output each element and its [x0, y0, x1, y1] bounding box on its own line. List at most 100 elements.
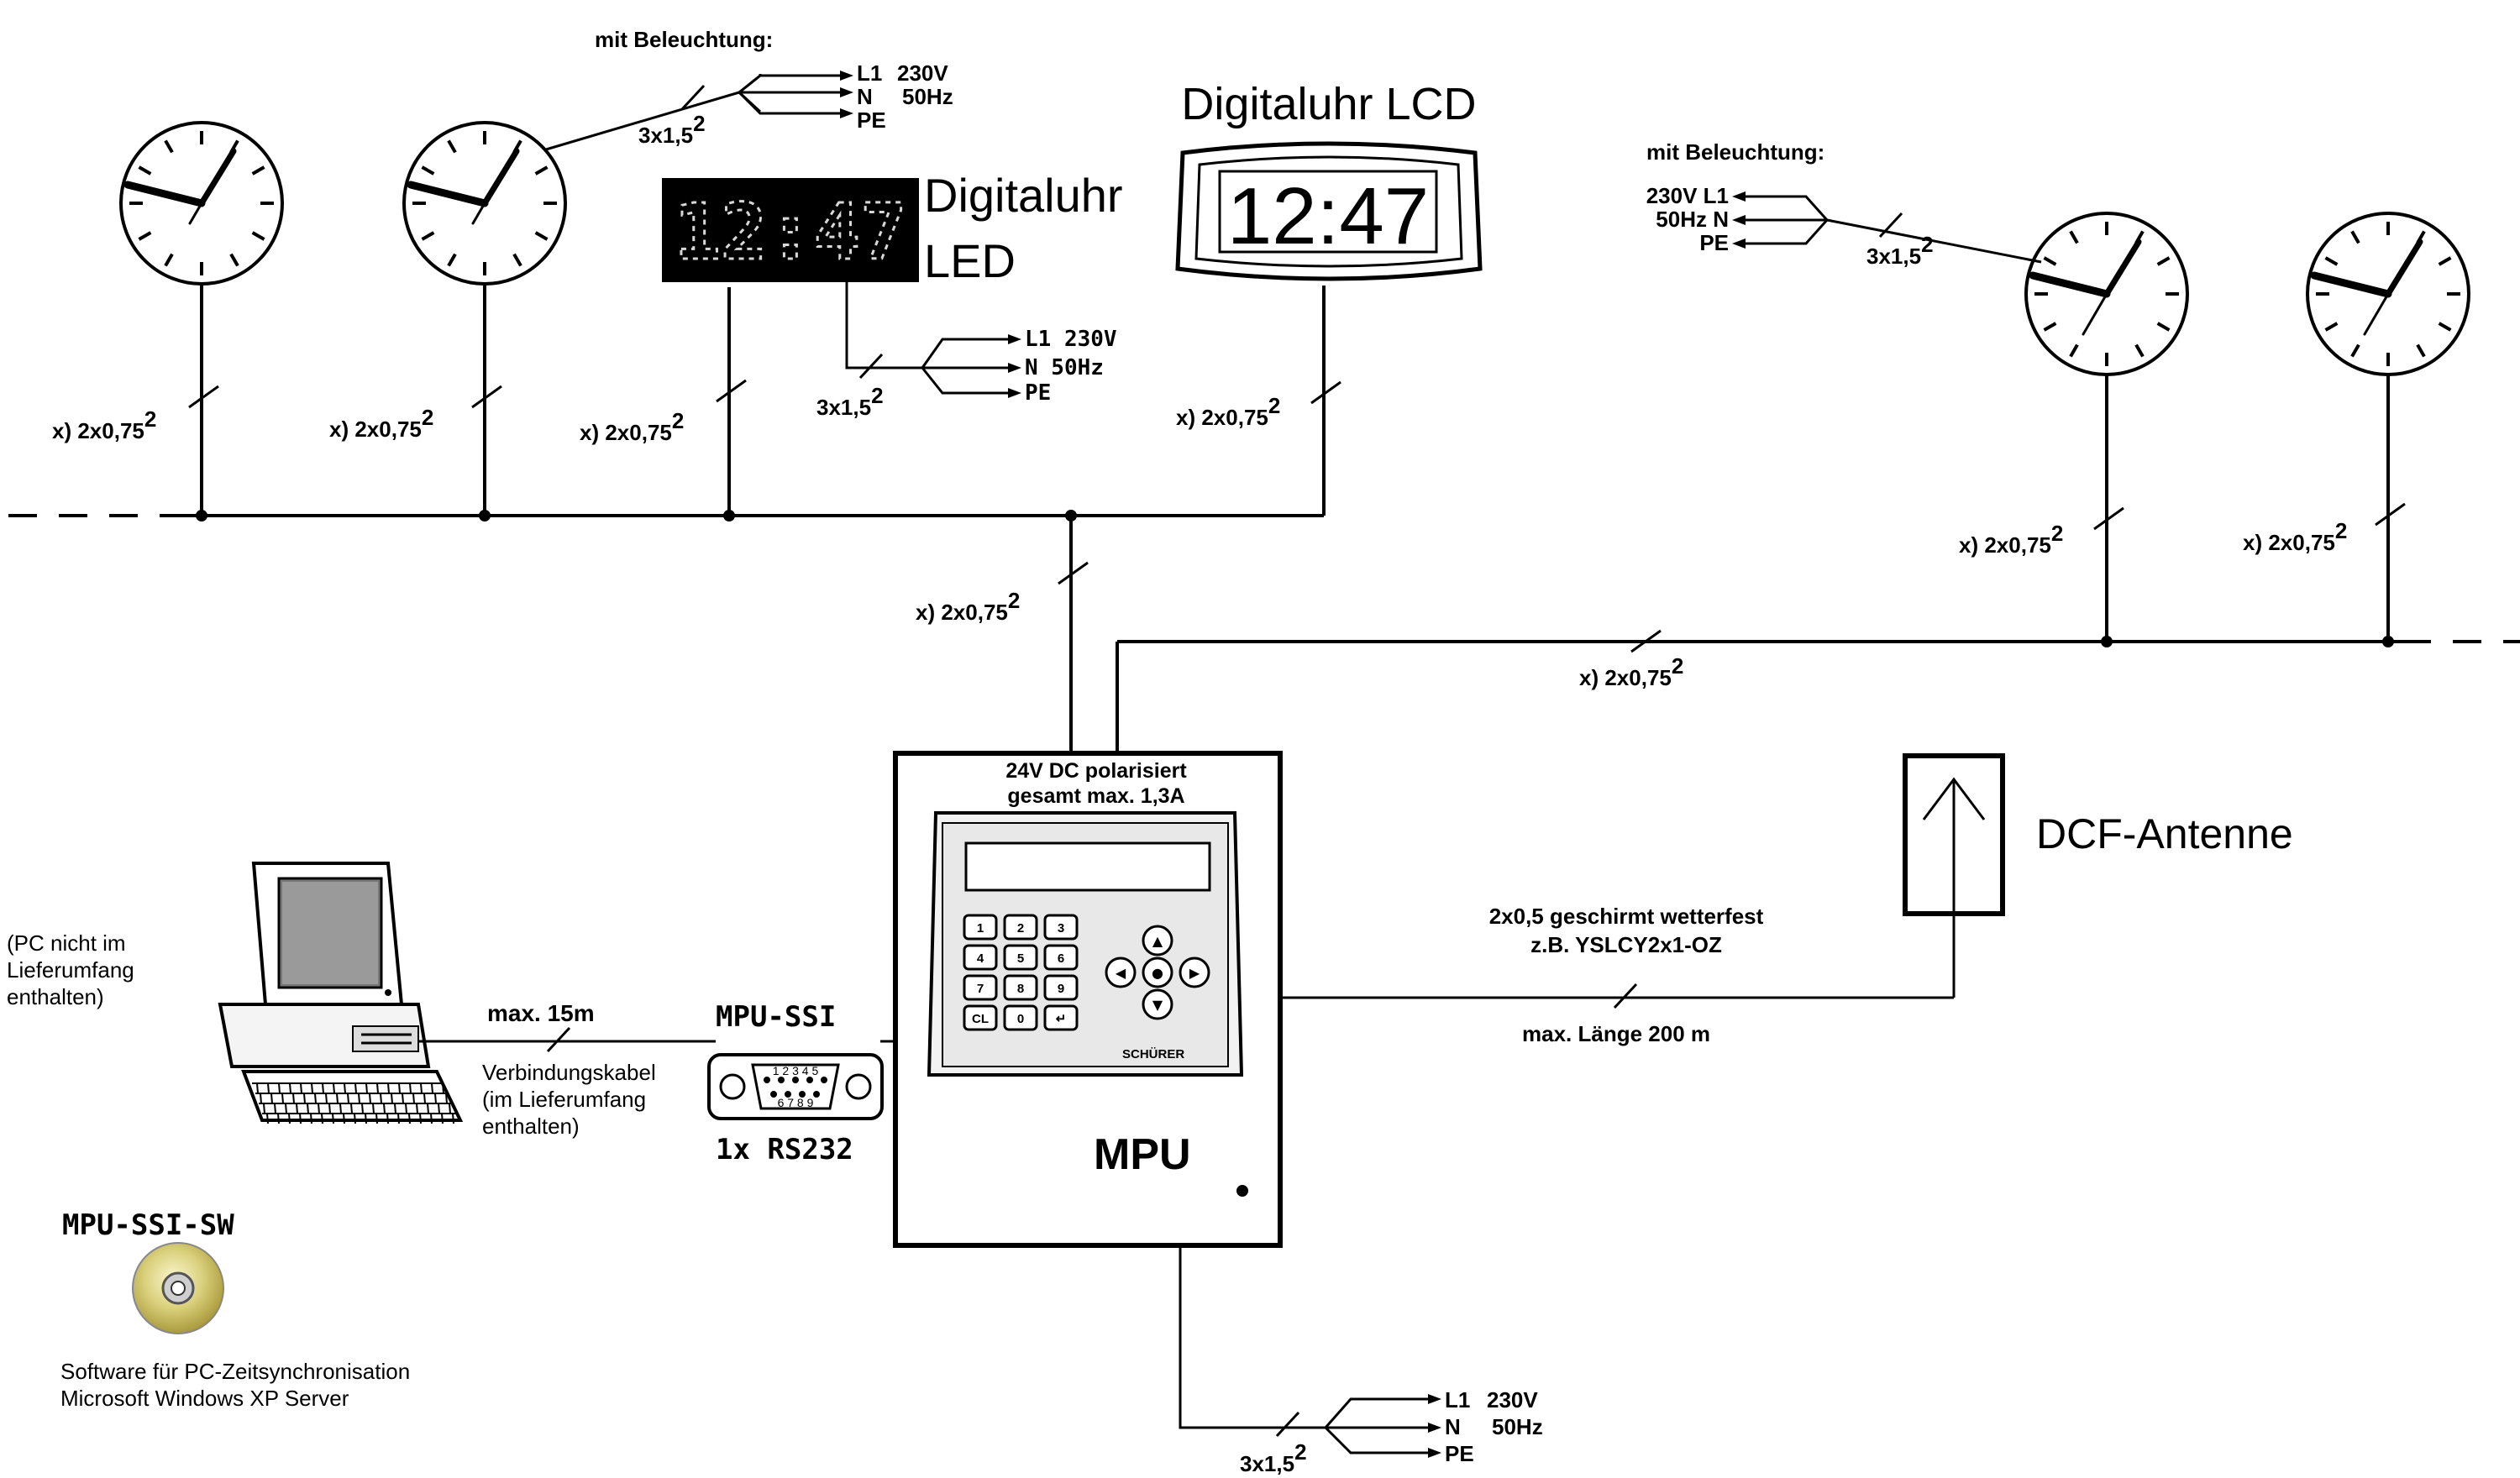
nav-key[interactable]: ▶	[1179, 957, 1210, 988]
antenna-cable-line2: z.B. YSLCY2x1-OZ	[1530, 932, 1722, 957]
cable-label-text: x) 2x0,75	[52, 418, 144, 443]
svg-text:x) 2x0,752: x) 2x0,752	[916, 588, 1020, 625]
nav-key[interactable]: ◀	[1105, 957, 1137, 988]
clock-tick	[2416, 343, 2426, 358]
mpu-supply-line2: gesamt max. 1,3A	[1007, 784, 1184, 808]
power-cable-label: 3x1,5	[816, 395, 871, 420]
power-n: N	[1445, 1414, 1461, 1439]
software-title: MPU-SSI-SW	[62, 1208, 234, 1242]
nav-key[interactable]: ▼	[1142, 988, 1173, 1020]
clock-tick	[2438, 256, 2452, 266]
pc-note-line2: Lieferumfang	[7, 957, 134, 983]
keypad-key[interactable]: 7	[963, 974, 998, 1001]
lighting-note: mit Beleuchtung:	[595, 27, 773, 52]
clock-tick	[421, 231, 435, 241]
mpu-brand: SCHÜRER	[1122, 1047, 1184, 1061]
mpu-status-led	[1236, 1185, 1248, 1197]
analog-clock-4	[2306, 212, 2470, 376]
keypad-key[interactable]: 9	[1043, 974, 1079, 1001]
keypad-key[interactable]: ↵	[1043, 1004, 1079, 1031]
svg-text:7: 7	[977, 982, 984, 996]
svg-text:5: 5	[1017, 951, 1024, 966]
pc-cable-line3: enthalten)	[482, 1114, 580, 1139]
svg-text:x) 2x0,752: x) 2x0,752	[52, 406, 156, 443]
svg-text:x) 2x0,752: x) 2x0,752	[2243, 518, 2347, 555]
clock-tick	[447, 253, 457, 267]
pc-cable-line2: (im Lieferumfang	[482, 1087, 646, 1112]
rs232-connector: MPU-SSI 1 2 3 4 5 6 7 8 9 1x RS232	[707, 1000, 884, 1166]
keypad-key[interactable]: CL	[963, 1004, 998, 1031]
clock-tick	[534, 165, 549, 176]
antenna-label: DCF-Antenne	[2036, 810, 2293, 857]
svg-text:●: ●	[1152, 965, 1163, 981]
pc-note-line1: (PC nicht im	[7, 930, 126, 956]
digital-clock-lcd: Digitaluhr LCD 12:47	[1175, 79, 1483, 281]
cable-label-text: x) 2x0,75	[1579, 665, 1672, 690]
nav-key[interactable]: ▲	[1142, 925, 1173, 957]
bus-cable-labels: x) 2x0,752 x) 2x0,752 x) 2x0,752 x) 2x0,…	[52, 393, 2347, 690]
keypad-key[interactable]: 4	[963, 944, 998, 971]
mpu-navigation-pad[interactable]: ◀ ▲ ● ▶ ▼	[1105, 925, 1210, 1020]
svg-text:3x1,52: 3x1,52	[1866, 232, 1934, 269]
keypad-key[interactable]: 0	[1003, 1004, 1038, 1031]
svg-text:x) 2x0,752: x) 2x0,752	[329, 405, 433, 442]
clock-tick	[2069, 230, 2079, 244]
clock-tick	[164, 253, 174, 267]
svg-text:◀: ◀	[1116, 965, 1126, 981]
svg-text:▶: ▶	[1189, 965, 1200, 981]
clock-tick	[447, 139, 457, 154]
mpu-unit: 24V DC polarisiert gesamt max. 1,3A 1 2 3 4…	[893, 751, 1283, 1248]
lcd-time-display: 12:47	[1227, 171, 1429, 261]
lighting-note: mit Beleuchtung:	[1646, 139, 1824, 165]
power-cable-label: 3x1,5	[1240, 1451, 1294, 1476]
led-power-n: N 50Hz	[1025, 355, 1104, 380]
clock-tick	[138, 165, 152, 176]
keypad-key[interactable]: 5	[1003, 944, 1038, 971]
keypad-key[interactable]: 6	[1043, 944, 1079, 971]
keypad-key[interactable]: 3	[1043, 914, 1079, 941]
clock-ticks	[412, 131, 557, 275]
digital-clock-led: 12:47 Digitaluhr LED L1 230V N 50Hz PE 3…	[662, 169, 1123, 420]
led-time-display: 12:47	[675, 187, 907, 277]
mpu-supply-line1: 24V DC polarisiert	[1005, 759, 1187, 783]
power-n-frequency: 50Hz	[902, 84, 953, 109]
cable-label-text: x) 2x0,75	[1959, 532, 2051, 558]
svg-text:6: 6	[1058, 951, 1064, 966]
clock-tick	[2438, 322, 2452, 332]
clock-tick	[229, 253, 239, 267]
bus-line-upper	[8, 220, 1341, 753]
dcf-antenna: DCF-Antenne 2x0,5 geschirmt wetterfest z…	[1280, 753, 2293, 1046]
power-n: 50Hz N	[1656, 207, 1729, 232]
power-cable-label: 3x1,5	[1866, 244, 1921, 269]
nav-key[interactable]: ●	[1142, 957, 1173, 988]
power-n: N	[857, 84, 873, 109]
lcd-label: Digitaluhr LCD	[1181, 79, 1476, 129]
clock-tick	[164, 139, 174, 154]
power-l1-voltage: 230V	[1487, 1387, 1538, 1412]
svg-text:↵: ↵	[1056, 1012, 1067, 1026]
svg-text:3: 3	[1058, 921, 1064, 936]
power-pe: PE	[1699, 230, 1729, 255]
clock-tick	[2324, 256, 2339, 266]
svg-text:4: 4	[977, 951, 984, 966]
clock-tick	[512, 253, 522, 267]
mpu-name: MPU	[1094, 1130, 1191, 1179]
keypad-key[interactable]: 8	[1003, 974, 1038, 1001]
cable-label-text: x) 2x0,75	[2243, 530, 2335, 555]
clock-tick	[534, 231, 549, 241]
svg-text:3x1,52: 3x1,52	[638, 111, 706, 148]
keypad-key[interactable]: 2	[1003, 914, 1038, 941]
keypad-key[interactable]: 1	[963, 914, 998, 941]
lighting-feed-right: mit Beleuchtung: 230V L1 50Hz N PE 3x1,5…	[1646, 139, 2042, 269]
software-cd: MPU-SSI-SW Software für PC-Zeitsynchroni…	[60, 1208, 410, 1411]
clock-tick	[2350, 230, 2360, 244]
svg-text:x) 2x0,752: x) 2x0,752	[1176, 393, 1280, 430]
lighting-feed-left: mit Beleuchtung: L1 230V N 50Hz PE 3x1,5…	[545, 27, 953, 151]
svg-text:x) 2x0,752: x) 2x0,752	[1959, 521, 2063, 558]
mpu-lcd-display	[964, 841, 1211, 892]
svg-text:2: 2	[1017, 921, 1024, 936]
cable-label-text: x) 2x0,75	[329, 417, 422, 442]
clock-tick	[2156, 322, 2171, 332]
